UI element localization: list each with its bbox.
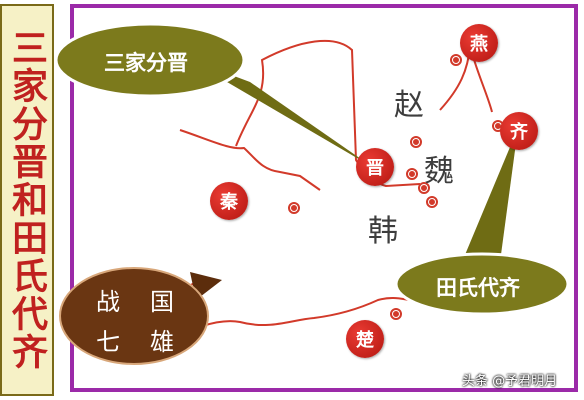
- callout-tian-text: 田氏代齐: [436, 276, 520, 300]
- capital-markers: [288, 54, 504, 320]
- warring-text-3: 七: [96, 328, 120, 356]
- region-wei-label: 魏: [424, 154, 454, 189]
- callout-tian-pointer: [462, 128, 518, 262]
- watermark: 头条 @予君明月: [462, 374, 558, 389]
- callout-partition-text: 三家分晋: [104, 51, 188, 75]
- state-yan-badge: 燕: [460, 24, 498, 62]
- warring-text-2: 国: [150, 288, 174, 316]
- state-qi-label: 齐: [510, 122, 528, 143]
- state-jin-badge: 晋: [356, 148, 394, 186]
- state-qin-badge: 秦: [210, 182, 248, 220]
- callout-tian-shape: [394, 252, 570, 316]
- side-title-text: 三家分晋和田氏代齐: [6, 29, 48, 371]
- border-west: [179, 129, 321, 191]
- side-title: 三家分晋和田氏代齐: [0, 4, 54, 396]
- state-qi-badge: 齐: [500, 112, 538, 150]
- state-qin-label: 秦: [220, 192, 238, 213]
- warring-badge-shape: [59, 267, 209, 365]
- warring-text-1: 战: [96, 288, 120, 316]
- callout-partition-shape: [54, 22, 246, 98]
- state-chu-badge: 楚: [346, 320, 384, 358]
- region-han-label: 韩: [368, 214, 398, 249]
- state-chu-label: 楚: [356, 330, 374, 351]
- callout-partition-pointer: [186, 58, 374, 168]
- warring-text-4: 雄: [150, 328, 174, 356]
- state-yan-label: 燕: [470, 34, 488, 55]
- region-zhao-label: 赵: [394, 88, 424, 123]
- state-jin-label: 晋: [366, 158, 384, 179]
